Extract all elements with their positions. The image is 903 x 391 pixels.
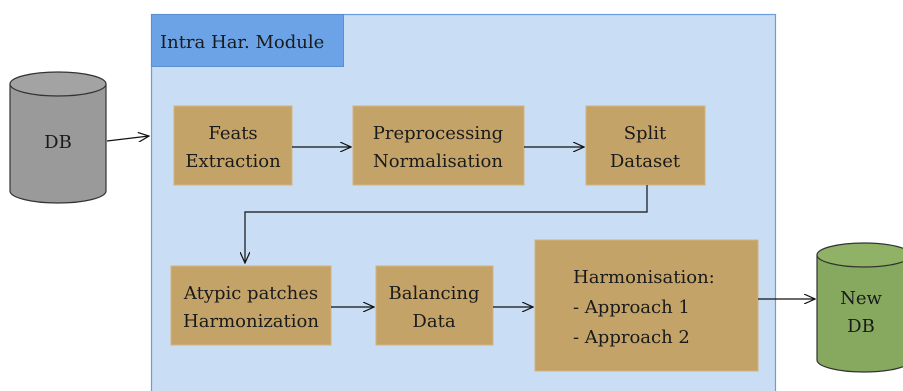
step-balance-line1: Balancing: [389, 283, 480, 304]
step-balance-line2: Data: [412, 311, 455, 332]
step-atypic-line1: Atypic patches: [183, 283, 318, 304]
step-harmonisation: Harmonisation: - Approach 1 - Approach 2: [534, 239, 759, 372]
step-split-line2: Dataset: [610, 151, 681, 172]
input-db-cylinder: DB: [9, 71, 107, 204]
arrow-db-to-module: [106, 136, 149, 141]
step-harm-line2: - Approach 1: [573, 297, 690, 318]
step-atypic-line2: Harmonization: [183, 311, 319, 332]
step-feats-line1: Feats: [208, 123, 257, 144]
module-title-box: [151, 14, 344, 67]
step-harm-line1: Harmonisation:: [573, 267, 715, 288]
step-preproc-line1: Preprocessing: [373, 123, 503, 144]
input-db-label: DB: [44, 132, 72, 153]
step-preproc-line2: Normalisation: [373, 151, 503, 172]
step-harm-line3: - Approach 2: [573, 327, 690, 348]
step-feats-extraction: Feats Extraction: [173, 105, 293, 186]
step-balancing-data: Balancing Data: [375, 265, 494, 346]
step-split-dataset: Split Dataset: [585, 105, 706, 186]
step-preprocessing-normalisation: Preprocessing Normalisation: [352, 105, 525, 186]
arrow-split-to-atypic: [245, 185, 648, 263]
output-db-label-line1: New: [840, 288, 882, 309]
module-title: Intra Har. Module: [160, 32, 324, 53]
step-split-line1: Split: [624, 123, 667, 144]
step-atypic-patches-harmonization: Atypic patches Harmonization: [170, 265, 332, 346]
output-db-cylinder: New DB: [816, 242, 903, 373]
output-db-label-line2: DB: [847, 316, 875, 337]
step-feats-line2: Extraction: [185, 151, 281, 172]
